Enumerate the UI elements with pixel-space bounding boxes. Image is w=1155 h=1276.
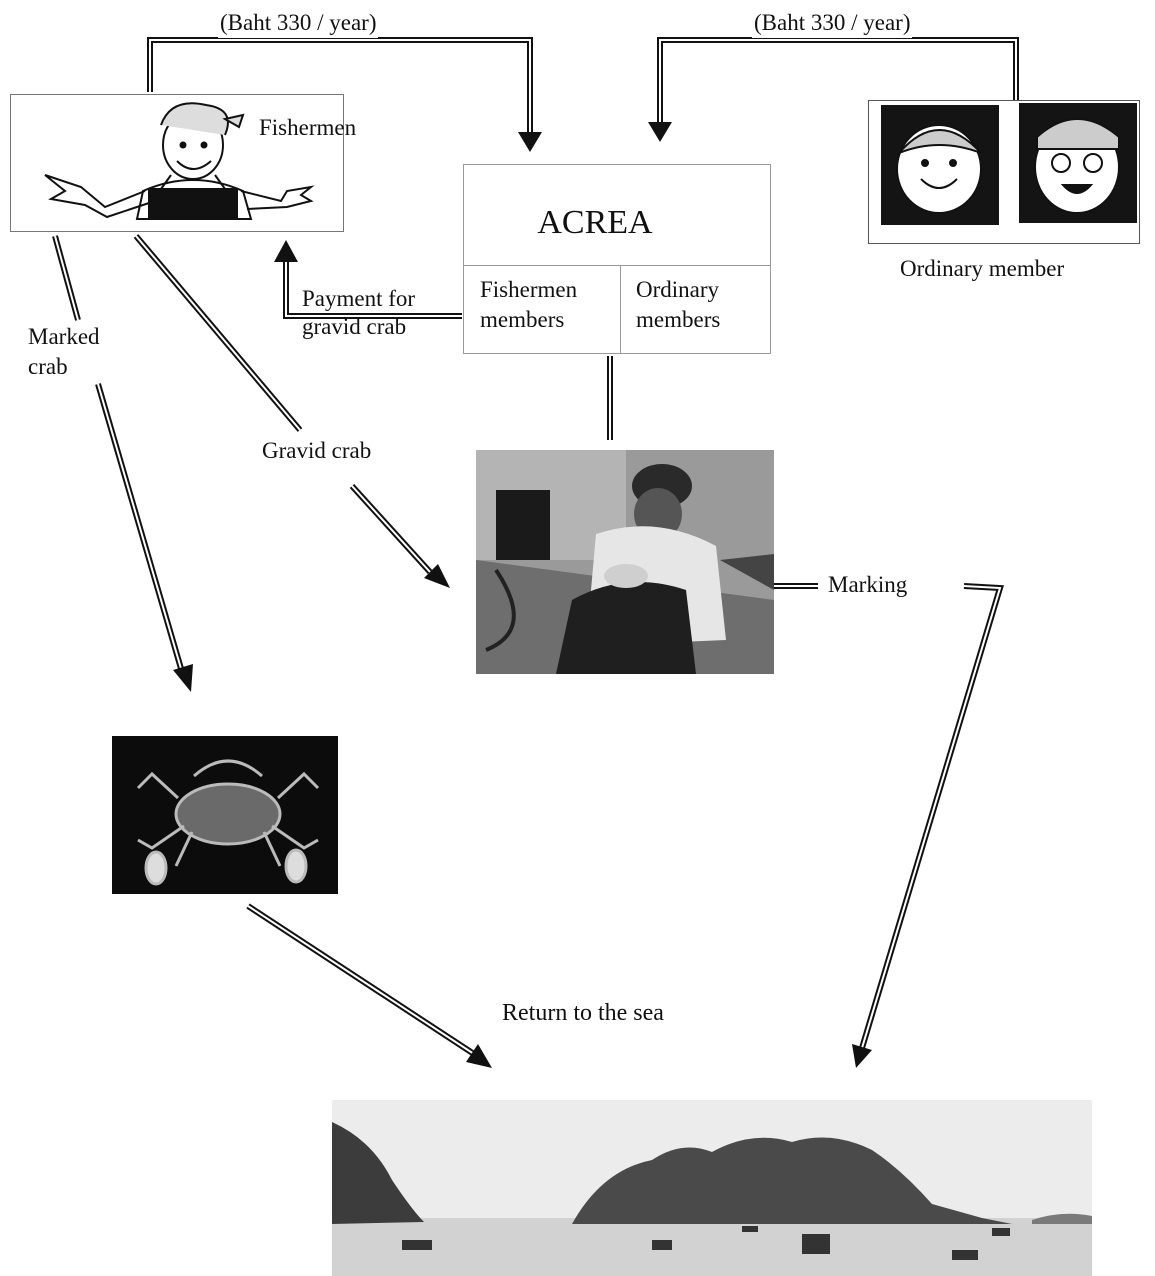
fishermen-box: Fishermen [10,94,344,232]
fee-label-left: (Baht 330 / year) [218,8,378,38]
acrea-fishermen-members-line1: Fishermen [480,275,577,305]
acrea-column-divider [620,265,621,353]
crab-photo [112,736,338,894]
crab-to-sea-arrow [248,906,492,1068]
marking-arrow [772,586,1000,1068]
crab-illustration [112,736,338,894]
fee-label-right: (Baht 330 / year) [752,8,912,38]
marked-crab-label-line2: crab [28,352,68,382]
acrea-fishermen-members-line2: members [480,305,564,335]
ordinary-member-portraits [868,100,1140,244]
sea-photo [332,1100,1092,1276]
marking-crab-photo [476,450,774,674]
acrea-ordinary-members-line2: members [636,305,720,335]
acrea-box: ACREA Fishermen members Ordinary members [463,164,771,354]
acrea-ordinary-members-line1: Ordinary [636,275,719,305]
fisherman-photo-illustration [476,450,774,674]
acrea-divider [464,265,770,266]
payment-label-line2: gravid crab [302,312,406,342]
payment-label-line1: Payment for [302,284,415,314]
acrea-title: ACREA [464,203,726,243]
marking-label: Marking [828,570,907,600]
gravid-crab-label: Gravid crab [262,436,371,466]
sea-islands-illustration [332,1100,1092,1276]
ordinary-member-label: Ordinary member [900,254,1064,284]
marked-crab-arrow [55,236,193,692]
marked-crab-label-line1: Marked [28,322,100,352]
return-to-sea-label: Return to the sea [502,998,664,1028]
member-faces-illustration [869,101,1139,243]
fishermen-label: Fishermen [259,113,356,143]
